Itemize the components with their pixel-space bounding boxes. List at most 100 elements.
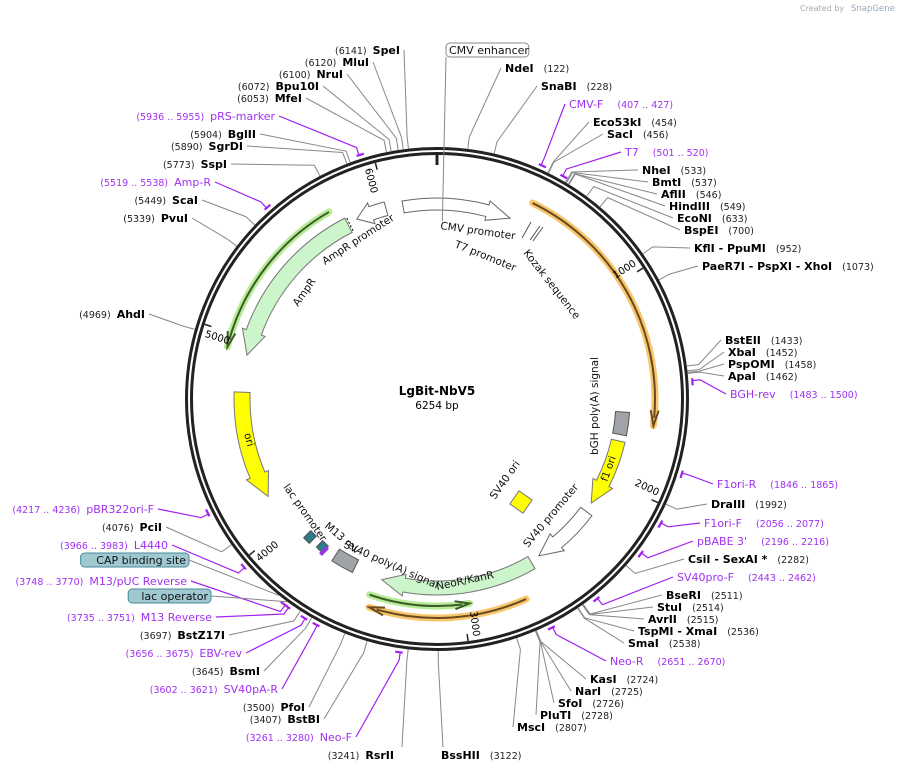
primer-pbabe-3[interactable]: pBABE 3'(2196 .. 2216) (637, 535, 829, 559)
feature-cmv-enhancer[interactable]: CMV enhancer (441, 42, 529, 222)
enzyme-site-pvui[interactable]: (5339)PvuI (123, 212, 237, 247)
enzyme-site-msci[interactable]: MscI(2807) (512, 637, 587, 734)
enzyme-site-bsteii[interactable]: BstEII(1433) (686, 334, 803, 367)
site-name: AhdI (117, 308, 145, 321)
site-label: HindIII(549) (669, 200, 746, 213)
enzyme-site-ndei[interactable]: NdeI(122) (467, 62, 569, 149)
primer-sv40pro-f[interactable]: SV40pro-F(2443 .. 2462) (592, 571, 816, 606)
site-label: (5936 .. 5955)pRS-marker (136, 110, 275, 123)
feature-lac-operator[interactable]: lac operator (127, 588, 288, 604)
site-position: (2196 .. 2216) (761, 537, 829, 548)
site-label: (5773)SspI (163, 158, 227, 171)
primer-amp-r[interactable]: (5519 .. 5538)Amp-R (100, 176, 272, 211)
primer-prs-marker[interactable]: (5936 .. 5955)pRS-marker (136, 110, 365, 157)
enzyme-site-bmti[interactable]: BmtI(537) (566, 171, 717, 189)
primer-ebv-rev[interactable]: (3656 .. 3675)EBV-rev (126, 614, 308, 660)
primer-t7[interactable]: T7(501 .. 520) (559, 146, 708, 180)
enzyme-site-mfei[interactable]: (6053)MfeI (237, 92, 387, 153)
primer-m13-reverse[interactable]: (3735 .. 3751)M13 Reverse (67, 603, 291, 624)
leader-line (308, 633, 346, 708)
enzyme-site-bsshii[interactable]: BssHII(3122) (437, 650, 521, 762)
primer-f1ori-f[interactable]: F1ori-F(2056 .. 2077) (657, 517, 824, 530)
enzyme-site-rsrii[interactable]: (3241)RsrII (328, 649, 409, 762)
primer-cmv-f[interactable]: CMV-F(407 .. 427) (538, 98, 673, 169)
primer-bgh-rev[interactable]: BGH-rev(1483 .. 1500) (691, 378, 858, 401)
site-label: BGH-rev(1483 .. 1500) (730, 388, 858, 401)
enzyme-site-bpu10i[interactable]: (6072)Bpu10I (238, 80, 392, 152)
site-label: SacI(456) (607, 128, 669, 141)
primer-neo-r[interactable]: Neo-R(2651 .. 2670) (547, 625, 725, 668)
site-name: RsrII (365, 749, 394, 762)
enzyme-site-nrui[interactable]: (6100)NruI (279, 68, 399, 151)
site-position: (952) (776, 244, 802, 255)
enzyme-site-pcii[interactable]: (4076)PciI (102, 521, 232, 553)
enzyme-site-hindiii[interactable]: HindIII(549) (568, 173, 746, 213)
feature-box-label: lac operator (141, 590, 208, 603)
site-name: Neo-R (610, 655, 644, 668)
primer-m13-puc-reverse[interactable]: (3748 .. 3770)M13/pUC Reverse (16, 575, 289, 613)
feature-label-kozak: Kozak sequence (521, 247, 583, 321)
green-highlight-lower-arrowhead (454, 600, 474, 611)
enzyme-site-bsmi[interactable]: (3645)BsmI (192, 617, 313, 678)
leader-line (540, 103, 566, 166)
site-label: AvrII(2515) (648, 613, 719, 626)
enzyme-site-sgrdi[interactable]: (5890)SgrDI (171, 140, 348, 164)
site-label: SnaBI(228) (541, 80, 612, 93)
enzyme-site-bspei[interactable]: BspEI(700) (599, 197, 754, 237)
enzyme-site-scai[interactable]: (5449)ScaI (134, 194, 256, 226)
enzyme-site-sfoi[interactable]: SfoI(2726) (535, 630, 624, 710)
enzyme-site-nhei[interactable]: NheI(533) (565, 164, 707, 183)
enzyme-site-csii-sexai[interactable]: CsiI - SexAI *(2282) (625, 553, 809, 575)
enzyme-site-saci[interactable]: SacI(456) (548, 128, 669, 174)
enzyme-site-apai[interactable]: ApaI(1462) (687, 370, 798, 383)
enzyme-site-bglii[interactable]: (5904)BglII (190, 128, 351, 163)
enzyme-site-smai[interactable]: SmaI(2538) (577, 607, 701, 650)
enzyme-site-econi[interactable]: EcoNI(633) (586, 186, 748, 225)
enzyme-site-paer7i-pspxi-xhoi[interactable]: PaeR7I - PspXI - XhoI(1073) (658, 260, 874, 281)
sv40-promoter-arrow (537, 506, 593, 557)
brand-snapgene: SnapGene (851, 4, 895, 14)
site-name: ScaI (172, 194, 198, 207)
enzyme-site-spei[interactable]: (6141)SpeI (335, 44, 409, 149)
site-name: Amp-R (174, 176, 211, 189)
m13-rev-mark (319, 546, 329, 556)
leader-line (665, 503, 708, 510)
enzyme-site-pluti[interactable]: PluTI(2728) (534, 630, 613, 722)
enzyme-site-bstz17i[interactable]: (3697)BstZ17I (140, 610, 301, 642)
feature-cap-binding-site[interactable]: CAP binding site (80, 552, 280, 597)
site-label: (3602 .. 3621)SV40pA-R (150, 683, 279, 696)
enzyme-site-mlui[interactable]: (6120)MluI (305, 56, 404, 150)
enzyme-site-draiii[interactable]: DraIII(1992) (665, 498, 787, 511)
leader-line (157, 508, 209, 519)
enzyme-site-bstbi[interactable]: (3407)BstBI (250, 640, 368, 726)
enzyme-site-sspi[interactable]: (5773)SspI (163, 158, 321, 177)
enzyme-site-eco53ki[interactable]: Eco53kI(454) (547, 116, 677, 173)
enzyme-site-aflii[interactable]: AflII(546) (567, 173, 721, 201)
site-position: (3645) (192, 667, 224, 678)
tick-mark (651, 498, 659, 504)
enzyme-site-avrii[interactable]: AvrII(2515) (581, 604, 719, 626)
leader-line (567, 173, 658, 195)
primer-l4440[interactable]: (3966 .. 3983)L4440 (60, 539, 247, 574)
site-label: (3241)RsrII (328, 749, 394, 762)
primer-pbr322ori-f[interactable]: (4217 .. 4236)pBR322ori-F (12, 503, 211, 519)
enzyme-site-kfli-ppumi[interactable]: KflI - PpuMI(952) (642, 242, 802, 255)
site-name: pRS-marker (210, 110, 275, 123)
leader-line (552, 627, 607, 662)
enzyme-site-ahdi[interactable]: (4969)AhdI (79, 308, 195, 330)
site-label: (5890)SgrDI (171, 140, 243, 153)
site-label: (6120)MluI (305, 56, 369, 69)
enzyme-site-xbai[interactable]: XbaI(1452) (687, 346, 797, 372)
leader-line (642, 246, 691, 255)
site-position: (3407) (250, 715, 282, 726)
primer-sv40pa-r[interactable]: (3602 .. 3621)SV40pA-R (150, 621, 320, 696)
leader-line (190, 580, 286, 613)
primer-f1ori-r[interactable]: F1ori-R(1846 .. 1865) (679, 470, 839, 491)
enzyme-site-pspomi[interactable]: PspOMI(1458) (687, 358, 817, 373)
enzyme-site-snabi[interactable]: SnaBI(228) (493, 80, 612, 154)
primer-binding-mark (394, 650, 403, 654)
primer-neo-f[interactable]: (3261 .. 3280)Neo-F (246, 650, 403, 744)
site-label: (3407)BstBI (250, 713, 320, 726)
enzyme-site-pfoi[interactable]: (3500)PfoI (243, 633, 346, 714)
